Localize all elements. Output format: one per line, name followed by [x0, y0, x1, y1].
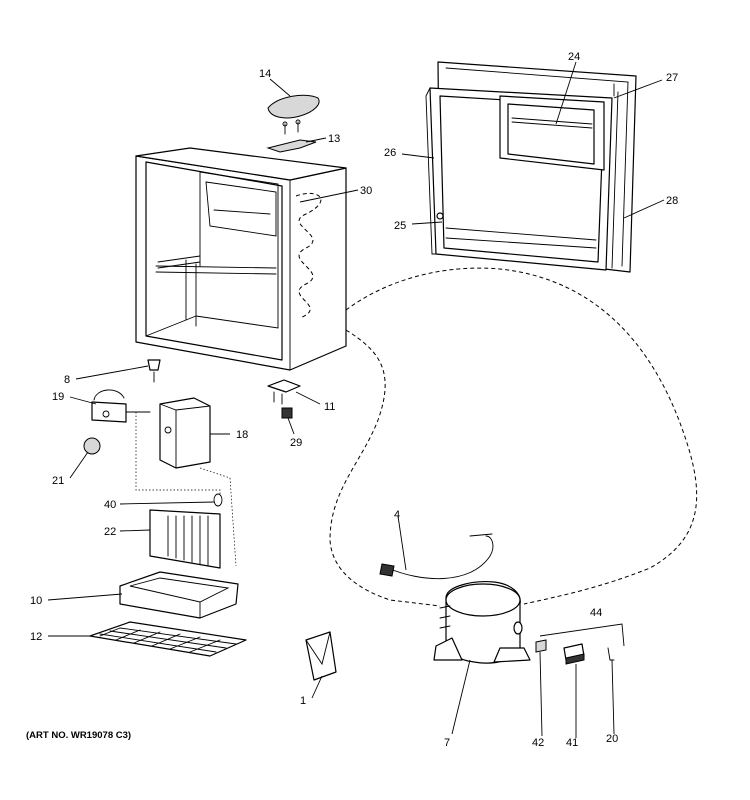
relay	[563, 643, 585, 665]
callout-24: 24	[568, 51, 580, 63]
thermostat	[91, 389, 151, 423]
leveling-leg	[147, 359, 161, 383]
art-number: (ART NO. WR19078 C3)	[26, 730, 131, 741]
callout-26: 26	[384, 147, 396, 159]
callout-41: 41	[566, 737, 578, 749]
callout-29: 29	[290, 437, 302, 449]
callout-19: 19	[52, 391, 64, 403]
retainer-clip	[607, 647, 615, 661]
callout-44: 44	[590, 607, 602, 619]
callout-25: 25	[394, 220, 406, 232]
callout-14: 14	[259, 68, 271, 80]
cabinet	[135, 147, 347, 371]
callout-40: 40	[104, 499, 116, 511]
light-cover	[149, 509, 221, 569]
capillary-tube	[135, 412, 221, 494]
compressor	[433, 581, 531, 664]
callout-27: 27	[666, 72, 678, 84]
callout-42: 42	[532, 737, 544, 749]
callout-18: 18	[236, 429, 248, 441]
bracket-44	[539, 623, 625, 647]
thermostat-housing	[159, 397, 211, 469]
door-assembly	[425, 61, 637, 273]
wire-shelf	[89, 621, 247, 657]
callout-20: 20	[606, 733, 618, 745]
overload-protector	[535, 639, 547, 653]
callout-4: 4	[394, 509, 400, 521]
callout-13: 13	[328, 133, 340, 145]
callout-7: 7	[444, 737, 450, 749]
callout-10: 10	[30, 595, 42, 607]
callout-28: 28	[666, 195, 678, 207]
callouts: 14 13 30 24 27 26 28 25 8 11 29 19 18 21…	[30, 51, 678, 749]
callout-12: 12	[30, 631, 42, 643]
handle	[267, 94, 320, 119]
handle-bracket	[266, 119, 317, 153]
callout-30: 30	[360, 185, 372, 197]
callout-22: 22	[104, 526, 116, 538]
leader-lines	[47, 61, 665, 738]
refrigerant-line	[329, 329, 441, 607]
hinge	[267, 379, 301, 419]
manual-envelope	[305, 631, 337, 681]
power-cord	[379, 533, 494, 580]
drip-tray	[119, 571, 239, 619]
callout-8: 8	[64, 374, 70, 386]
callout-1: 1	[300, 695, 306, 707]
callout-21: 21	[52, 475, 64, 487]
thermostat-knob	[83, 437, 101, 455]
light-bulb-socket	[213, 493, 223, 507]
callout-11: 11	[324, 401, 335, 413]
